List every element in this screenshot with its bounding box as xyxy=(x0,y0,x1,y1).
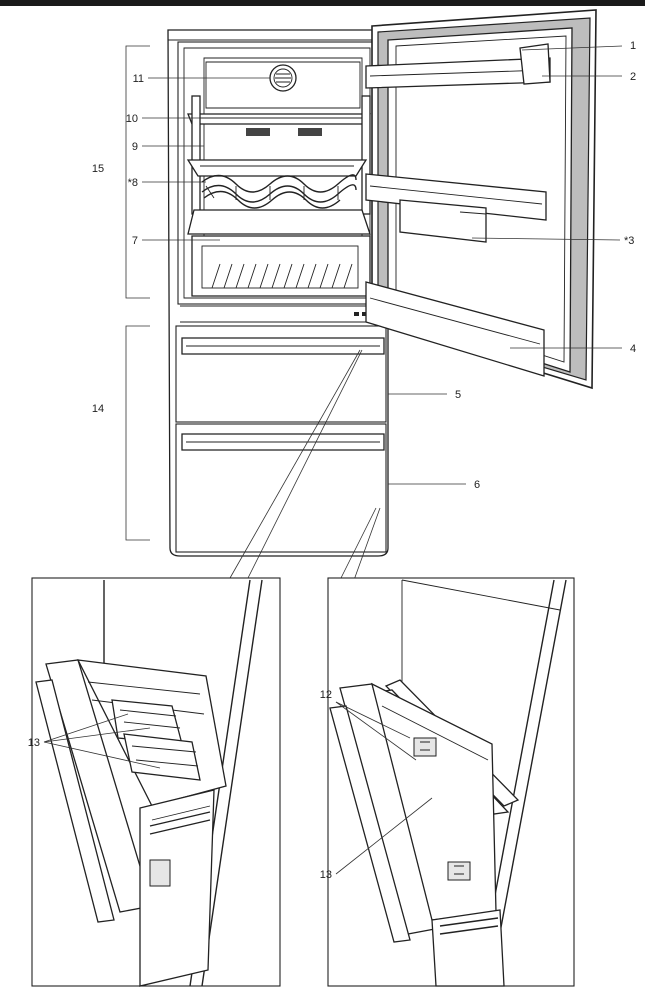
label-4: 4 xyxy=(630,343,636,355)
label-8: *8 xyxy=(128,177,138,189)
bracket-15 xyxy=(125,45,150,299)
label-12: 12 xyxy=(320,689,332,701)
label-1: 1 xyxy=(630,40,636,52)
inset-right xyxy=(327,577,575,987)
wine-rack xyxy=(201,174,357,209)
label-15: 15 xyxy=(92,163,104,175)
label-13-left: 13 xyxy=(28,737,40,749)
leader-lines xyxy=(142,45,623,581)
egg-tray xyxy=(399,199,487,243)
label-11: 11 xyxy=(133,73,144,85)
label-7: 7 xyxy=(132,235,138,247)
label-10: 10 xyxy=(126,113,138,125)
inset-left xyxy=(31,577,281,987)
label-9: 9 xyxy=(132,141,138,153)
lower-glass-shelf xyxy=(187,209,371,235)
wine-shelf xyxy=(186,159,368,177)
label-6: 6 xyxy=(474,479,480,491)
door-bin-middle xyxy=(365,173,547,221)
air-vents xyxy=(246,128,322,136)
fan-cover xyxy=(205,61,361,109)
freezer-drawer-upper xyxy=(175,325,387,423)
label-14: 14 xyxy=(92,403,104,415)
header-rule xyxy=(0,0,645,6)
bracket-14 xyxy=(125,325,150,541)
label-3: *3 xyxy=(624,235,634,247)
crisper-drawer xyxy=(191,235,371,297)
door-bin-upper xyxy=(365,43,551,89)
label-5: 5 xyxy=(455,389,461,401)
label-2: 2 xyxy=(630,71,636,83)
door-bin-bottom xyxy=(365,281,545,377)
glass-shelf-top xyxy=(187,113,371,125)
label-13-right: 13 xyxy=(320,869,332,881)
